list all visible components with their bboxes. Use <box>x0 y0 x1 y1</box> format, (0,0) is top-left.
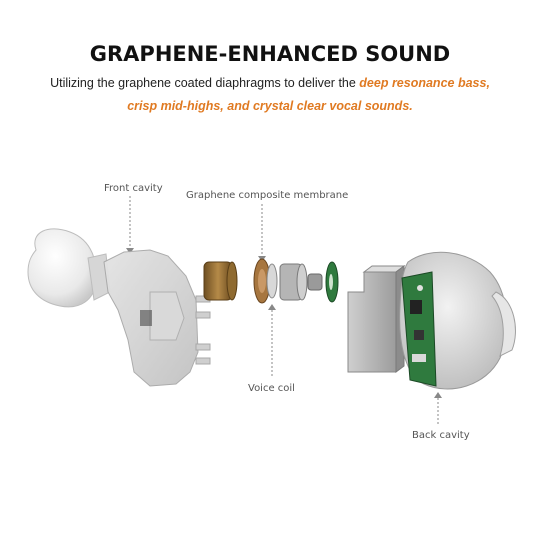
brass-ring <box>203 261 238 301</box>
voice-coil-arrow-icon <box>268 304 276 310</box>
front-cavity-label: Front cavity <box>104 183 163 194</box>
front-cavity-arrow-icon <box>126 248 134 254</box>
voice-coil <box>266 263 278 299</box>
back-cavity-arrow-icon <box>434 392 442 398</box>
front-shell <box>103 249 211 387</box>
description-line-2: crisp mid-highs, and crystal clear vocal… <box>0 99 540 113</box>
membrane-label: Graphene composite membrane <box>186 190 349 201</box>
pcb-disc <box>325 261 339 303</box>
graphene-membrane <box>253 258 271 304</box>
description-highlight-2: crisp mid-highs, and crystal clear vocal… <box>127 99 413 113</box>
back-shell <box>399 251 516 390</box>
description-intro: Utilizing the graphene coated diaphragms… <box>50 76 360 90</box>
voice-coil-label: Voice coil <box>248 383 295 394</box>
ear-tip <box>27 228 111 308</box>
back-cavity-label: Back cavity <box>412 430 470 441</box>
acoustic-block <box>347 265 406 373</box>
description-highlight-1: deep resonance bass, <box>359 76 490 90</box>
magnet-stack <box>279 263 323 301</box>
page-title: GRAPHENE-ENHANCED SOUND <box>89 42 451 66</box>
description-line-1: Utilizing the graphene coated diaphragms… <box>0 76 540 90</box>
